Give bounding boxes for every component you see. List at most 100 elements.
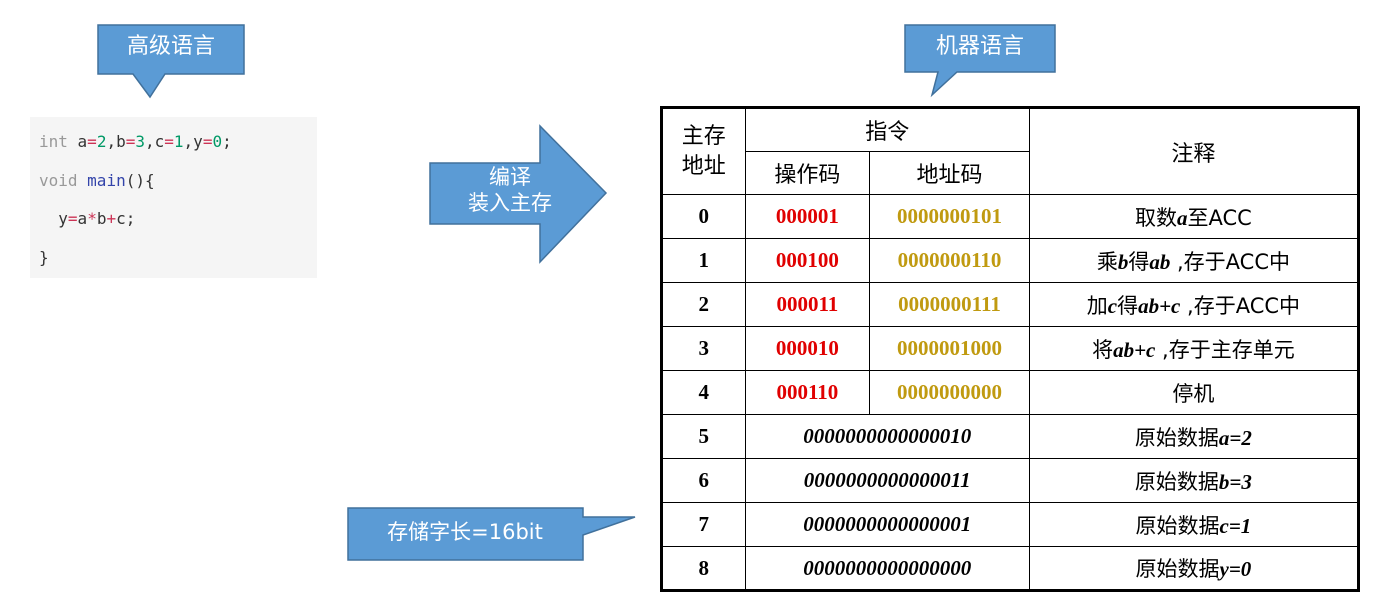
header-addrcode: 地址码 — [869, 151, 1030, 195]
callout-high-level-label: 高级语言 — [126, 34, 215, 59]
callout-machine-label: 机器语言 — [935, 34, 1024, 59]
table-row: 2 000011 0000000111 加c得ab+c ,存于ACC中 — [661, 282, 1360, 327]
row-address: 2 — [661, 282, 746, 327]
note-text: 原始数据 — [1134, 469, 1219, 494]
table-row: 0 000001 0000000101 取数a至ACC — [661, 194, 1360, 239]
row-note: 取数a至ACC — [1028, 194, 1360, 239]
code-text: a — [77, 209, 88, 228]
row-address: 1 — [661, 238, 746, 283]
row-address: 8 — [661, 546, 746, 591]
note-text: 原始数据 — [1135, 557, 1220, 581]
row-note: 停机 — [1028, 370, 1360, 415]
code-op: = — [164, 132, 174, 151]
note-text: 加 — [1086, 293, 1108, 318]
code-number: 2 — [96, 132, 107, 151]
row-note: 原始数据b=3 — [1028, 458, 1360, 503]
table-row: 6 0000000000000011 原始数据b=3 — [661, 458, 1360, 503]
note-var: c=1 — [1219, 513, 1252, 538]
code-op: = — [125, 132, 136, 151]
code-text: y — [39, 209, 68, 228]
note-var: b — [1117, 249, 1129, 274]
row-address: 4 — [661, 370, 746, 415]
note-text: 将 — [1092, 337, 1114, 362]
code-op: = — [67, 209, 78, 228]
code-text: a — [67, 132, 88, 151]
code-line-2: void main(){ — [39, 168, 317, 207]
callout-word-length-label: 存储字长=16bit — [387, 520, 543, 544]
note-text: ,存于主存单元 — [1155, 337, 1295, 362]
code-line-4: } — [39, 248, 49, 267]
code-block: int a=2,b=3,c=1,y=0; void main(){ y=a*b+… — [30, 117, 317, 278]
note-text: ,存于ACC中 — [1170, 249, 1290, 274]
note-var: a — [1177, 205, 1188, 230]
header-address-top: 主存 — [681, 123, 726, 149]
row-opcode: 000100 — [744, 238, 871, 283]
row-value: 0000000000000010 — [744, 414, 1030, 459]
code-keyword: int — [39, 132, 68, 151]
note-text: 乘 — [1096, 249, 1118, 274]
row-opcode: 000010 — [744, 326, 871, 371]
note-text: 取数 — [1135, 205, 1177, 230]
code-function: main — [87, 170, 126, 190]
row-note: 乘b得ab ,存于ACC中 — [1028, 238, 1360, 283]
note-var: a=2 — [1218, 425, 1252, 450]
code-number: 0 — [212, 132, 223, 151]
code-text: ; — [222, 132, 232, 151]
compile-arrow — [429, 124, 608, 264]
code-op: = — [202, 132, 213, 151]
row-note: 将ab+c ,存于主存单元 — [1028, 326, 1360, 371]
row-addrcode: 0000001000 — [869, 326, 1030, 371]
table-row: 5 0000000000000010 原始数据a=2 — [661, 414, 1360, 459]
row-addrcode: 0000000000 — [869, 370, 1030, 415]
callout-word-length-bubble — [347, 507, 636, 561]
code-line-1: int a=2,b=3,c=1,y=0; — [39, 129, 317, 168]
code-op: = — [87, 132, 97, 151]
note-text: 得 — [1117, 293, 1139, 318]
callout-machine-bubble — [904, 24, 1056, 98]
code-text: (){ — [125, 170, 155, 190]
code-text: ,y — [183, 132, 203, 151]
row-address: 7 — [661, 502, 746, 547]
note-var: c — [1107, 293, 1118, 318]
note-var: ab+c — [1113, 337, 1156, 362]
row-note: 原始数据y=0 — [1028, 546, 1360, 591]
code-text: c; — [116, 209, 136, 228]
code-keyword: void — [39, 170, 78, 190]
table-row: 3 000010 0000001000 将ab+c ,存于主存单元 — [661, 326, 1360, 371]
table-row: 7 0000000000000001 原始数据c=1 — [661, 502, 1360, 547]
code-text: ,b — [106, 132, 126, 151]
table-row: 1 000100 0000000110 乘b得ab ,存于ACC中 — [661, 238, 1360, 283]
note-var: ab+c — [1138, 293, 1181, 318]
code-number: 3 — [135, 132, 145, 151]
row-note: 加c得ab+c ,存于ACC中 — [1028, 282, 1360, 327]
code-op: * — [87, 209, 97, 228]
header-note: 注释 — [1028, 107, 1360, 195]
row-address: 0 — [661, 194, 746, 239]
code-op: + — [106, 209, 117, 228]
code-line-3: y=a*b+c; — [39, 206, 317, 245]
header-opcode: 操作码 — [744, 151, 871, 195]
note-var: ab — [1149, 249, 1171, 274]
row-opcode: 000001 — [744, 194, 871, 239]
row-opcode: 000011 — [744, 282, 871, 327]
row-opcode: 000110 — [744, 370, 871, 415]
callout-high-level-bubble — [97, 24, 245, 99]
compile-label-line1: 编译 — [489, 165, 531, 189]
note-text: ,存于ACC中 — [1180, 293, 1301, 318]
header-address-bottom: 地址 — [681, 153, 726, 179]
row-value: 0000000000000000 — [744, 546, 1030, 591]
header-address: 主存 地址 — [661, 107, 746, 195]
row-addrcode: 0000000101 — [869, 194, 1030, 239]
note-text: 原始数据 — [1135, 513, 1220, 538]
code-text: b — [96, 209, 107, 228]
table-header-row-1: 主存 地址 指令 注释 — [661, 107, 1360, 195]
table-row: 4 000110 0000000000 停机 — [661, 370, 1360, 415]
row-addrcode: 0000000111 — [869, 282, 1030, 327]
note-var: y=0 — [1219, 557, 1252, 581]
memory-table: 主存 地址 指令 注释 操作码 地址码 0 000001 0000000101 … — [660, 106, 1360, 592]
row-address: 5 — [661, 414, 746, 459]
note-var: b=3 — [1218, 469, 1252, 494]
code-text: ,c — [145, 132, 165, 151]
row-address: 6 — [661, 458, 746, 503]
note-text: 至ACC — [1187, 205, 1252, 230]
